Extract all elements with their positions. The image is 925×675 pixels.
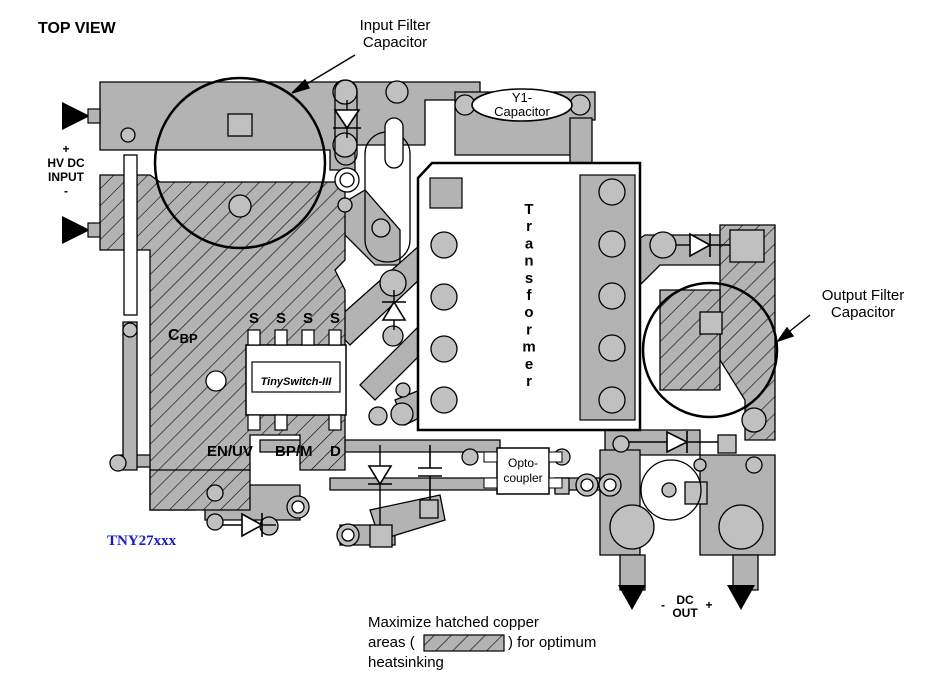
ic-part-label: TinySwitch-III [261,376,333,388]
note-line2b: ) for optimum [508,634,596,651]
dc-out-line1: DC [676,593,694,607]
input-filter-capacitor-outline [153,76,327,250]
optocoupler: Opto- coupler [483,447,563,495]
transformer-letter: r [526,321,532,338]
transformer-letter: r [526,218,532,235]
pads-and-vias [109,79,767,550]
transformer-letter: f [527,287,533,304]
output-filter-cap-label-line1: Output Filter [822,287,905,304]
diode-leads [222,100,730,526]
transformer-letter: a [525,235,534,252]
hv-input-arrows [62,102,138,316]
dc-out-arrows [618,585,755,610]
transformer-letter: e [525,356,533,373]
note-line3: heatsinking [368,654,444,671]
ceramic-capacitor-symbol [418,445,442,500]
y1-capacitor: Y1- Capacitor [471,88,573,122]
hv-dc-input-label: + HV DC INPUT - [47,142,85,198]
note-line1: Maximize hatched copper [368,614,539,631]
y1-label-line1: Y1- [512,90,532,105]
input-filter-cap-label-line1: Input Filter [360,17,431,34]
transformer-letter: o [524,304,533,321]
source-pin-label: S [249,310,259,327]
optocoupler-label-line2: coupler [503,471,542,485]
optocoupler-label-line1: Opto- [508,456,538,470]
pin-bp-m-label: BP/M [275,443,313,460]
dc-out-plus: + [705,598,712,612]
component-outlines [334,79,702,521]
part-number: TNY27xxx [107,533,177,549]
pin-d-label: D [330,443,341,460]
y1-label-line2: Capacitor [494,104,550,119]
hv-input-minus: - [64,184,68,198]
output-filter-capacitor-outline [641,281,779,419]
output-filter-cap-label-line2: Capacitor [831,304,895,321]
dc-out-line2: OUT [672,606,698,620]
callout-arrows [291,54,811,343]
ic-source-pin-labels: S S S S [249,310,340,327]
dc-out-label: - DC OUT + [661,593,713,620]
hatch-swatch [423,634,505,652]
transformer-letter: s [525,270,533,287]
source-pin-label: S [303,310,313,327]
source-pin-label: S [276,310,286,327]
transformer-letter: m [522,339,535,356]
hv-input-line2: INPUT [48,170,85,184]
hv-input-plus: + [62,142,69,156]
hv-input-line1: HV DC [47,156,85,170]
dc-out-minus: - [661,598,665,612]
hatch-note: Maximize hatched copper areas ( ) for op… [368,614,596,671]
cbp-label: CBP [168,327,198,346]
transformer-outline [416,161,642,432]
tinyswitch-ic: TinySwitch-III [245,329,347,431]
transformer-pads [430,178,626,414]
transformer-letter: n [524,253,533,270]
transformer-letter: T [524,201,533,218]
source-pin-label: S [330,310,340,327]
input-filter-cap-label-line2: Capacitor [363,34,427,51]
note-line2a: areas ( [368,634,415,651]
pin-en-uv-label: EN/UV [207,443,253,460]
transformer-letter: r [526,373,532,390]
view-title: TOP VIEW [38,20,117,37]
